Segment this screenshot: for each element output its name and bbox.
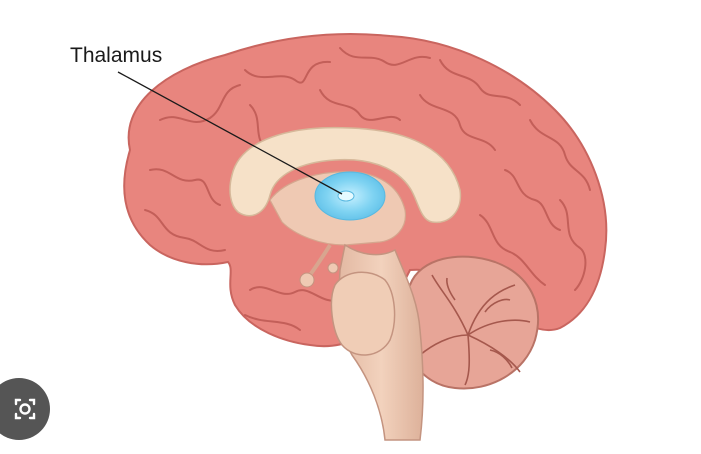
visual-search-button[interactable]: [0, 378, 50, 440]
corpus-callosum: [229, 126, 462, 224]
camera-lens-icon: [14, 398, 36, 420]
pons: [330, 271, 396, 356]
thalamus-label: Thalamus: [70, 44, 163, 67]
pituitary: [299, 243, 339, 288]
label-leader-line: [117, 71, 343, 195]
arbor-vitae: [419, 274, 531, 386]
